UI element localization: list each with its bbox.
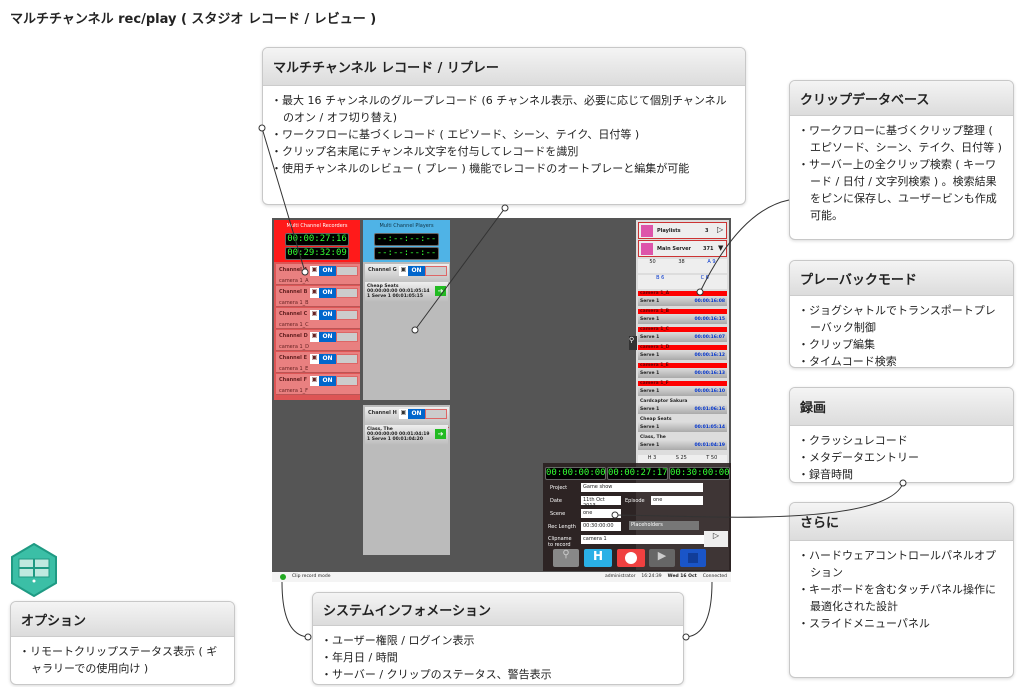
monitor-icon: ▣ [310,354,319,364]
status-date: Wed 16 Oct [667,574,697,579]
stop-button[interactable] [680,549,706,567]
recorder-remaining: 00:29:32:09 [285,247,349,260]
recorders-title: Multi Channel Recorders [286,223,348,229]
record-button[interactable] [617,549,645,567]
connector-line [685,581,713,638]
callout-playback: プレーバックモードジョグシャトルでトランスポートプレーバック制御クリップ編集タイ… [789,260,1014,368]
callout-system-info: システムインフォメーションユーザー権限 / ログイン表示年月日 / 時間サーバー… [312,592,684,685]
record-panel: 00:00:00:00 00:00:27:17 00:30:00:00 Proj… [543,463,731,571]
rec-length-field[interactable]: 00:30:00:00 [581,522,621,531]
status-bar: Clip record mode administrator 16:24:39 … [272,572,731,582]
monitor-icon: ▣ [310,376,319,386]
clipname-field[interactable]: camera 1 [581,535,706,544]
search-handle-icon[interactable]: ⚲ [629,336,637,350]
recorder-timecode: 00:00:27:16 [285,233,349,246]
placeholders-dropdown[interactable]: Placeholders [629,521,699,530]
channel-toggle[interactable]: ▣ON [310,376,358,386]
load-arrow-icon[interactable]: ➔ [435,286,446,296]
play-button[interactable]: ▶ [649,549,675,567]
players-header: Multi Channel Players --:--:--:-- --:--:… [363,220,450,262]
current-timecode: 00:00:27:17 [607,467,668,480]
channel-toggle[interactable]: ▣ON [399,266,447,276]
monitor-icon: ▣ [310,332,319,342]
date-field[interactable]: 11th Oct 2013 [581,496,621,509]
channel-toggle[interactable]: ▣ON [310,266,358,276]
stop-icon [688,553,698,563]
callout-clip-database: クリップデータベースワークフローに基づくクリップ整理 ( エピソード、シーン、テ… [789,80,1014,240]
multichannel-grid-icon [11,543,57,597]
status-connection: Connected [702,574,727,579]
start-timecode: 00:00:00:00 [545,467,606,480]
duration-timecode: 00:30:00:00 [669,467,730,480]
scene-field[interactable]: one [581,509,621,518]
channel-toggle[interactable]: ▣ON [310,310,358,320]
callout-recording: 録画クラッシュレコードメタデータエントリー録音時間 [789,387,1014,483]
play-next-button[interactable]: ▷ [704,531,728,547]
players-title: Multi Channel Players [379,223,434,229]
callout-record-replay: マルチチャンネル レコード / リプレー最大 16 チャンネルのグループレコード… [262,47,746,205]
channel-toggle[interactable]: ▣ON [399,409,447,419]
monitor-icon: ▣ [310,288,319,298]
episode-field[interactable]: one [651,496,703,505]
status-mode: Clip record mode [292,574,331,579]
player-timecode-2: --:--:--:-- [374,247,439,260]
callout-options: オプションリモートクリップステータス表示 ( ギャラリーでの使用向け ) [10,601,235,685]
recorders-header: Multi Channel Recorders 00:00:27:16 00:2… [274,220,360,262]
filter-icon: ▼ [718,244,724,252]
clip-mode-button[interactable]: H [584,549,612,567]
status-indicator-icon [280,574,286,580]
channel-toggle[interactable]: ▣ON [310,354,358,364]
channel-toggle[interactable]: ▣ON [310,332,358,342]
callout-more: さらにハードウェアコントロールパネルオプションキーボードを含むタッチパネル操作に… [789,502,1014,678]
player-timecode: --:--:--:-- [374,233,439,246]
marker-button[interactable]: ⚲ [553,549,579,567]
app-screenshot: Multi Channel Recorders 00:00:27:16 00:2… [272,218,731,582]
project-field[interactable]: Game show [581,483,703,492]
monitor-icon: ▣ [399,409,408,419]
monitor-icon: ▣ [399,266,408,276]
channel-toggle[interactable]: ▣ON [310,288,358,298]
load-arrow-icon[interactable]: ➔ [435,429,446,439]
monitor-icon: ▣ [310,266,319,276]
status-time: 16:24:39 [641,574,662,579]
status-user: administrator [604,574,636,579]
monitor-icon: ▣ [310,310,319,320]
play-icon: ▷ [717,225,724,234]
connector-line [281,581,309,638]
page-title: マルチチャンネル rec/play ( スタジオ レコード / レビュー ) [10,12,377,27]
status-right-group: administrator 16:24:39 Wed 16 Oct Connec… [605,572,727,582]
record-icon [625,552,637,564]
